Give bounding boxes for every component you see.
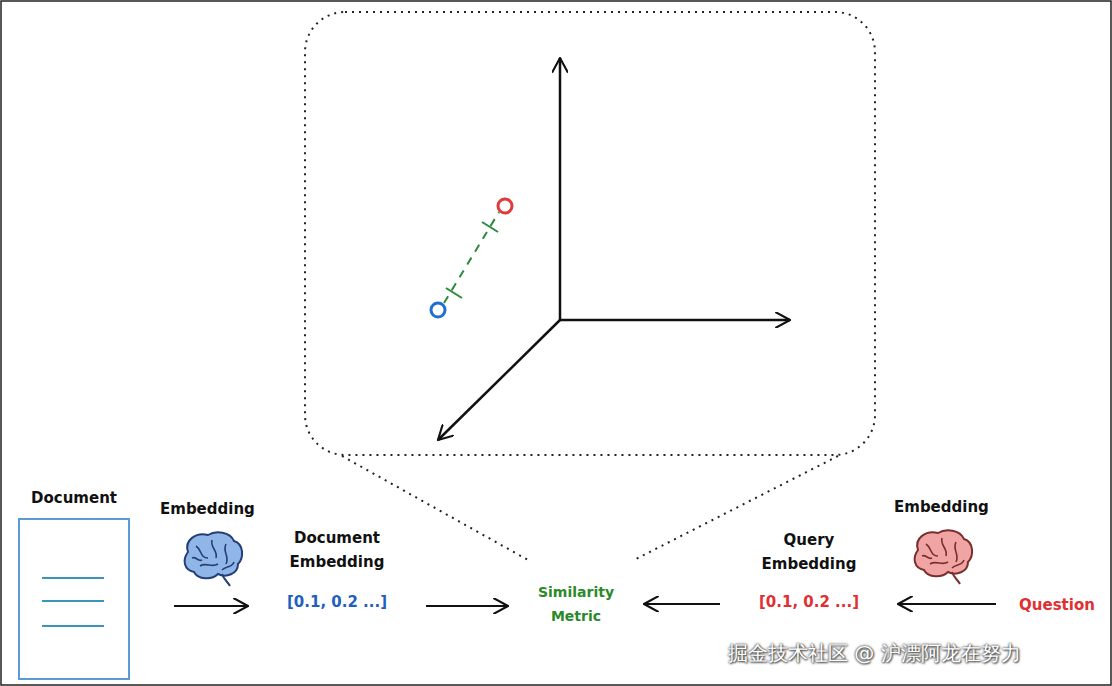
edge-label: Embedding: [160, 500, 255, 518]
edge-label: Embedding: [894, 498, 989, 516]
vector-text: [0.1, 0.2 ...]: [262, 590, 412, 614]
node-heading: Document: [10, 486, 138, 510]
watermark: 掘金技术社区 @ 沪漂阿龙在努力: [728, 640, 1021, 667]
query-point: [498, 199, 512, 213]
flow-arrow: [644, 603, 720, 605]
flow-arrow: [174, 605, 248, 607]
node-text: Query Embedding: [754, 528, 864, 576]
node-text: Document Embedding: [282, 526, 392, 574]
axes: [438, 58, 790, 440]
zoom-box: [305, 12, 875, 455]
brain-icon: [915, 530, 972, 584]
embedding-group: Query Embedding [0.1, 0.2 ...]: [734, 528, 884, 614]
document-point: [431, 303, 445, 317]
flow-arrow: [898, 603, 996, 605]
distance-line: [444, 212, 499, 303]
question-text: Question: [1010, 593, 1104, 617]
distance-tick: [482, 222, 498, 232]
document-box: Document: [18, 518, 130, 680]
similarity-metric: Similarity Metric: [522, 580, 630, 628]
distance-tick: [446, 288, 462, 298]
flow-arrow: [426, 605, 508, 607]
document-lines: [20, 520, 128, 678]
brain-icon: [185, 532, 242, 586]
vector-text: [0.1, 0.2 ...]: [734, 590, 884, 614]
embedding-group: Document Embedding [0.1, 0.2 ...]: [262, 526, 412, 614]
node-text: Similarity Metric: [524, 580, 628, 628]
node-text: Question: [1010, 593, 1104, 617]
